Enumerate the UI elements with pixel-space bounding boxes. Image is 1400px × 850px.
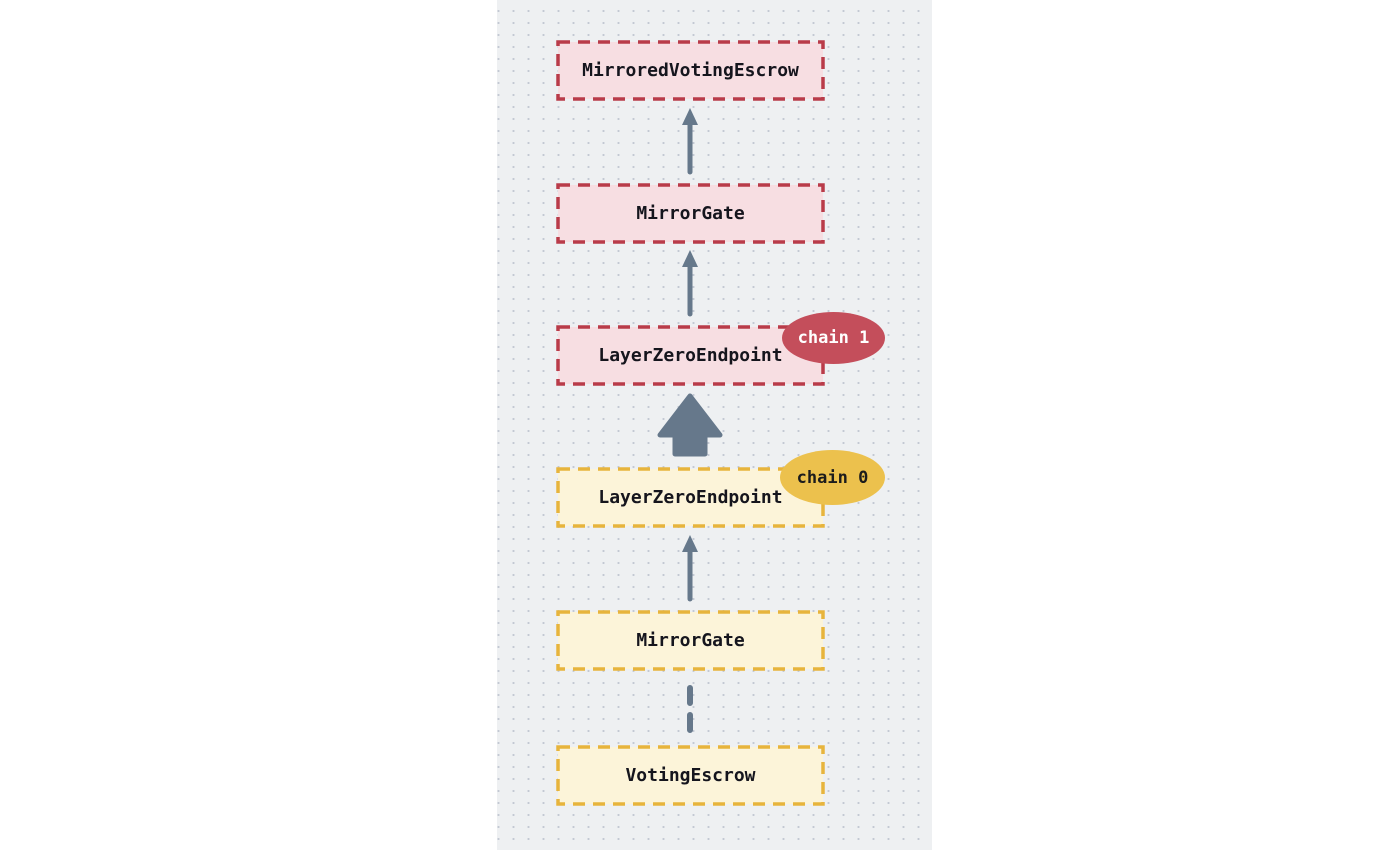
badge-chain-1: chain 1 <box>782 312 885 364</box>
dashed-border <box>556 467 825 528</box>
node-voting-escrow: VotingEscrow <box>556 745 825 806</box>
node-mirrored-voting-escrow: MirroredVotingEscrow <box>556 40 825 101</box>
badge-chain-1-label: chain 1 <box>797 328 870 348</box>
node-label: LayerZeroEndpoint <box>598 345 783 366</box>
dashed-border <box>556 183 825 244</box>
node-label: LayerZeroEndpoint <box>598 487 783 508</box>
arrow-up-icon-endpoint1-to-mirrorgate1 <box>682 250 698 317</box>
badge-chain-0: chain 0 <box>780 450 885 505</box>
dashed-border <box>556 610 825 671</box>
badge-chain-0-label: chain 0 <box>796 467 869 488</box>
node-mirror-gate-chain0: MirrorGate <box>556 610 825 671</box>
node-label: VotingEscrow <box>625 765 756 786</box>
node-label: MirroredVotingEscrow <box>582 60 799 81</box>
node-label: MirrorGate <box>636 630 745 651</box>
block-arrow-up-icon-endpoint0-to-endpoint1 <box>657 393 723 457</box>
arrow-up-icon-mirrorgate0-to-endpoint0 <box>682 535 698 602</box>
dashed-link-icon-votingescrow-to-mirrorgate0 <box>687 685 693 733</box>
dashed-border <box>556 745 825 806</box>
dashed-border <box>556 40 825 101</box>
node-label: MirrorGate <box>636 203 745 224</box>
arrow-up-icon-mirrorgate1-to-mirroredvotingescrow <box>682 108 698 175</box>
node-layerzero-endpoint-chain1: LayerZeroEndpoint <box>556 325 825 386</box>
node-mirror-gate-chain1: MirrorGate <box>556 183 825 244</box>
dashed-border <box>556 325 825 386</box>
node-layerzero-endpoint-chain0: LayerZeroEndpoint <box>556 467 825 528</box>
